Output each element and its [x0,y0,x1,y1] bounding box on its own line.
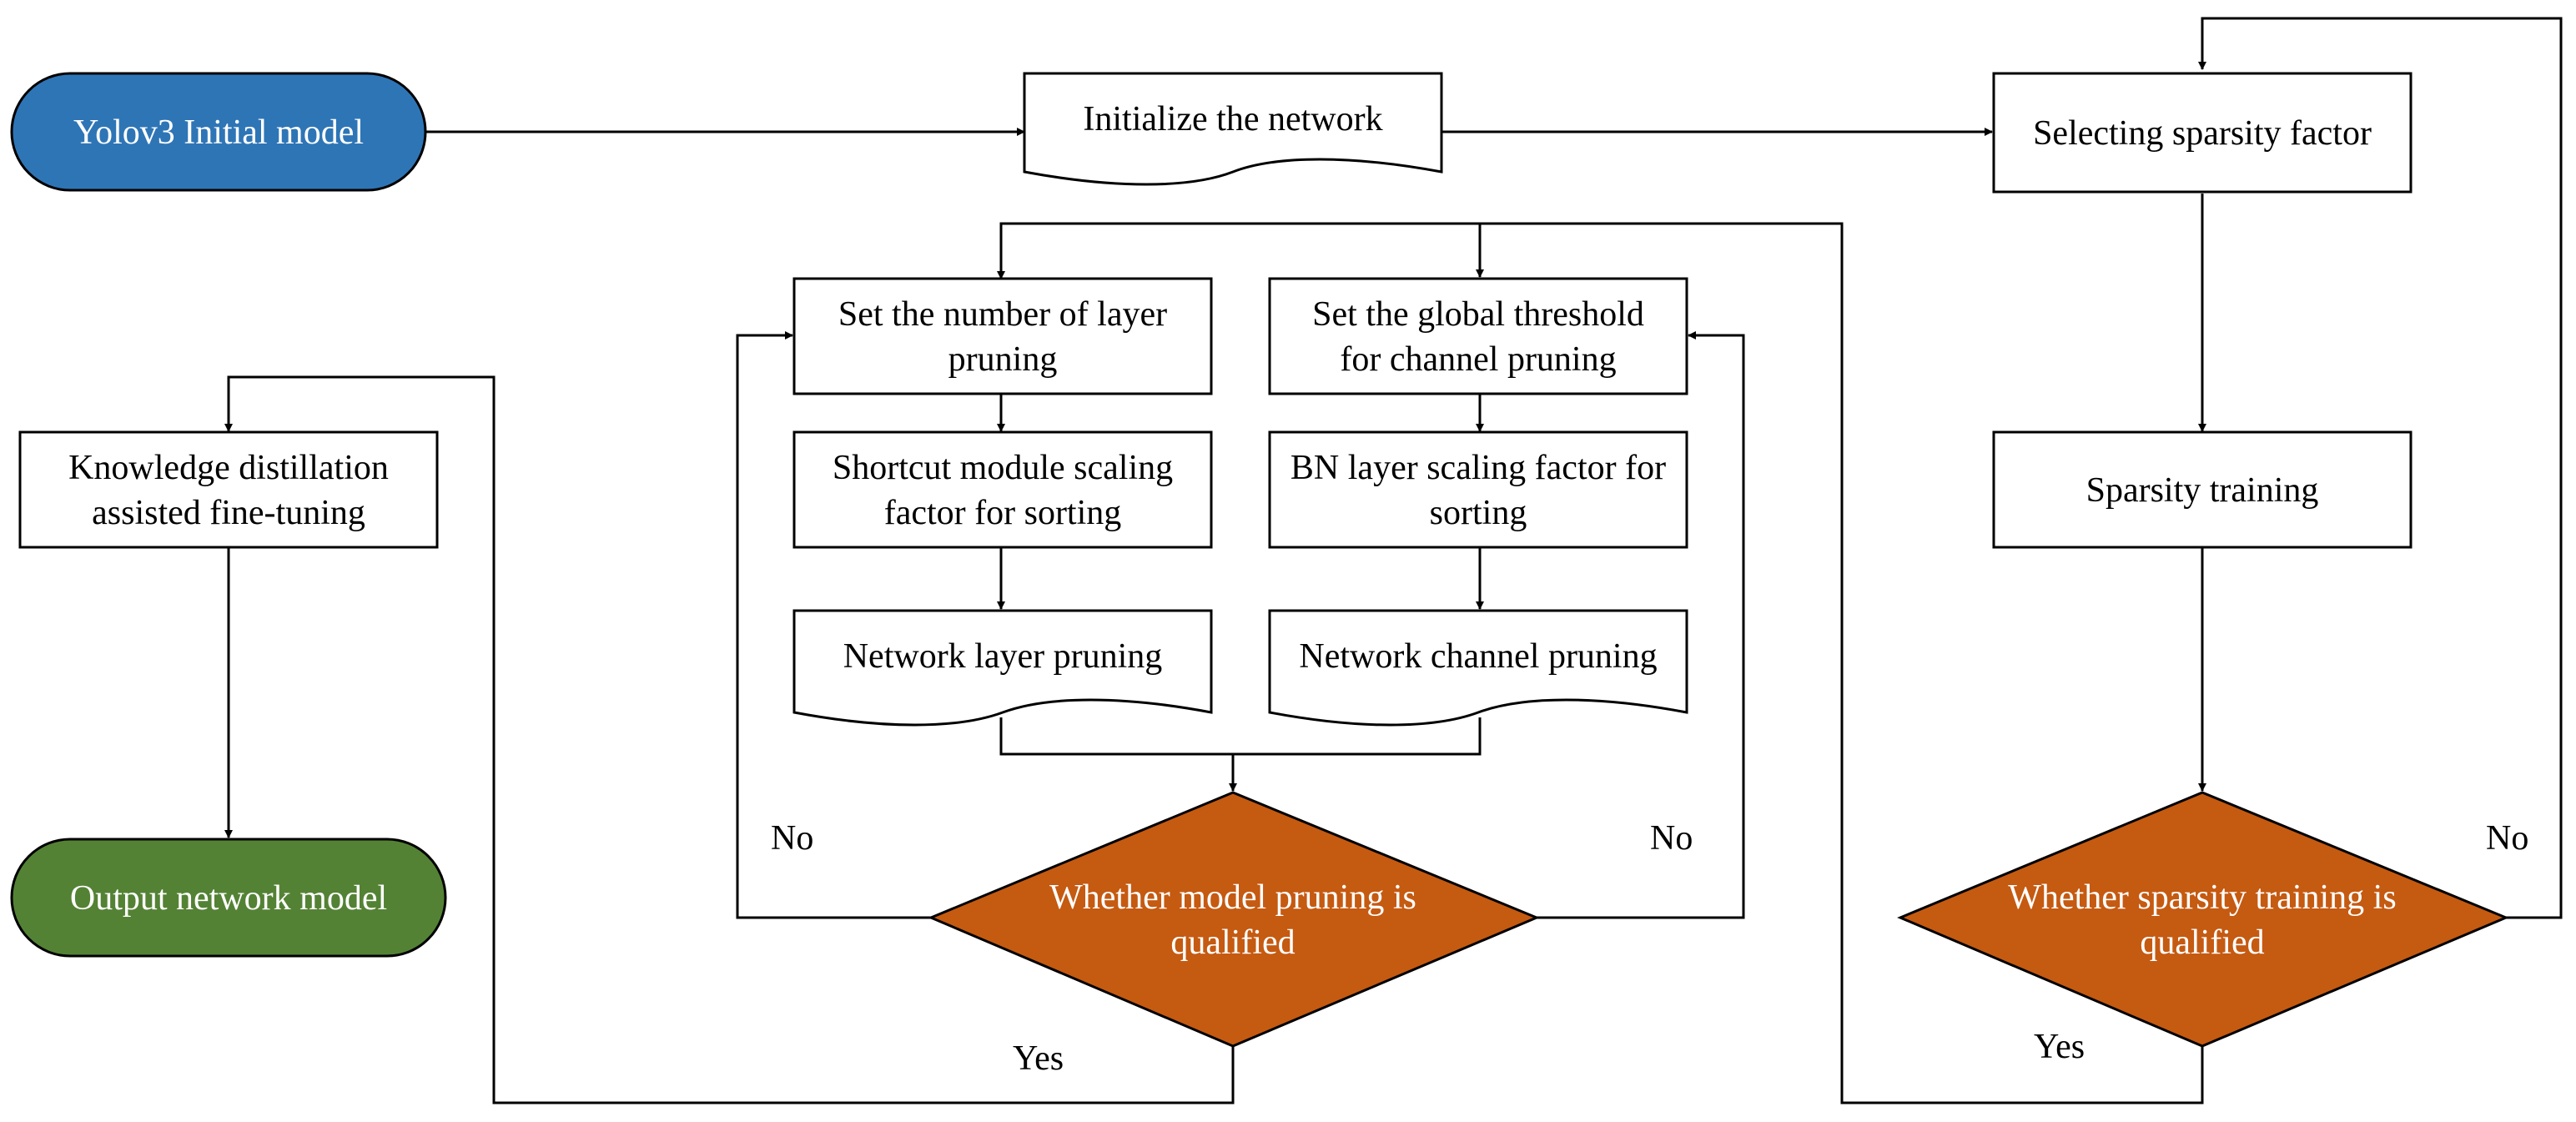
pruning-yes-label: Yes [1013,1039,1064,1078]
text-line: Shortcut module scaling [833,449,1173,487]
set-layer-pruning-box [792,277,1213,395]
text-line: Whether sparsity training is [2008,878,2396,917]
bn-scaling-label: BN layer scaling factor for sorting [1291,449,1666,532]
text-line: factor for sorting [884,494,1122,532]
sparsity-training-box [1992,430,2412,549]
text-line: Set the number of layer [838,295,1167,334]
sparsity-yes-label: Yes [2034,1028,2085,1066]
sparsity-decision-label: Whether sparsity training is qualified [2008,878,2396,962]
set-channel-threshold-label: Set the global threshold for channel prun… [1312,295,1644,379]
sparsity-training-label: Sparsity training [2086,471,2319,510]
edge-labels: No No Yes No Yes [771,819,2528,1078]
text-line: Knowledge distillation [68,449,389,487]
edge-branch-to-set-layer [1001,222,1484,278]
pruning-no-left-label: No [771,819,813,858]
knowledge-distillation-box [18,430,439,549]
channel-pruning-label: Network channel pruning [1299,637,1657,676]
text-line: Yolov3 Initial model [73,113,364,152]
text-line: Sparsity training [2086,471,2319,510]
set-channel-threshold-box [1268,277,1688,395]
set-layer-pruning-label: Set the number of layer pruning [838,295,1167,379]
text-line: for channel pruning [1340,340,1616,379]
edges [224,17,2563,1104]
pruning-no-right-label: No [1650,819,1693,858]
pruning-decision-diamond [928,791,1540,1048]
text-line: Network layer pruning [843,637,1163,676]
bn-scaling-box [1268,430,1688,549]
channel-pruning-document [1268,609,1688,727]
text-line: Set the global threshold [1312,295,1644,334]
text-line: qualified [1170,923,1295,962]
sparsity-decision-diamond [1897,791,2509,1048]
initial-model-label: Yolov3 Initial model [73,113,364,152]
shortcut-scaling-label: Shortcut module scaling factor for sortin… [833,449,1173,532]
initial-model-terminator [10,72,427,192]
nodes [10,72,2509,1048]
text-line: pruning [948,340,1058,379]
edge-sparsity-no-loop [2198,17,2563,919]
text-line: qualified [2140,923,2264,962]
initialize-network-document [1023,72,1443,186]
shortcut-scaling-box [792,430,1213,549]
text-line: BN layer scaling factor for [1291,449,1666,487]
edge-layer-pruning-to-merge [999,717,1482,756]
output-model-label: Output network model [70,879,387,918]
selecting-sparsity-factor-label: Selecting sparsity factor [2033,114,2372,153]
sparsity-no-label: No [2486,819,2528,858]
edge-pruning-no-right-loop [1537,331,1745,919]
output-model-terminator [10,838,447,958]
text-line: assisted fine-tuning [92,494,365,532]
knowledge-distillation-label: Knowledge distillation assisted fine-tuni… [68,449,389,532]
text-line: Network channel pruning [1299,637,1657,676]
text-line: Whether model pruning is [1049,878,1416,917]
edge-pruning-yes-to-distillation [224,375,1235,1104]
text-line: Selecting sparsity factor [2033,114,2372,153]
layer-pruning-document [792,609,1213,727]
selecting-sparsity-factor-box [1992,72,2412,194]
pruning-decision-label: Whether model pruning is qualified [1049,878,1416,962]
node-labels: Yolov3 Initial model Initialize the netw… [68,100,2397,962]
text-line: sorting [1430,494,1527,532]
text-line: Output network model [70,879,387,918]
layer-pruning-label: Network layer pruning [843,637,1163,676]
edge-pruning-no-left-loop [736,331,931,919]
text-line: Initialize the network [1083,100,1382,138]
initialize-network-label: Initialize the network [1083,100,1382,138]
